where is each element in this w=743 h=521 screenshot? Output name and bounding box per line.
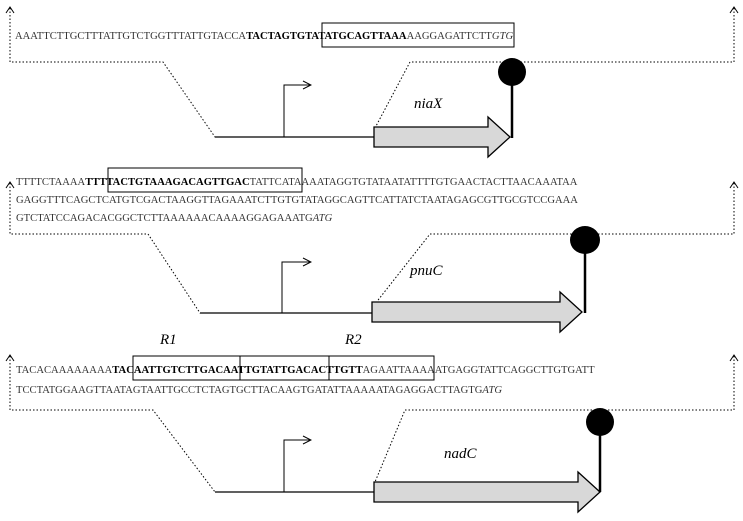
region-r1-box bbox=[132, 355, 330, 381]
sequence-line: GTCTATCCAGACACGGCTCTTAAAAAACAAAAGGAGAAAT… bbox=[16, 213, 333, 224]
gene-arrow bbox=[371, 290, 583, 334]
gene-label: nadC bbox=[444, 446, 478, 462]
gene-label: pnuC bbox=[409, 263, 444, 279]
sequence-line: AAATTCTTGCTTTATTGTCTGGTTTATTGTACCATACTAG… bbox=[15, 31, 513, 42]
sequence-bracket bbox=[9, 8, 375, 138]
bracket-up-arrow-left bbox=[5, 6, 15, 14]
sequence-segment: AAGGAGATTCTT bbox=[407, 31, 493, 42]
bracket-up-arrow-left bbox=[5, 181, 15, 189]
sequence-segment: AGAATTAAAAATGAGGTATTCAGGCTTGTGATT bbox=[363, 365, 595, 376]
sequence-segment: TCCTATGGAAGTTAATAGTAATTGCCTCTAGTGCTTACAA… bbox=[16, 385, 483, 396]
gene-arrow bbox=[373, 115, 511, 159]
sequence-line: TTTTCTAAAATTTTACTGTAAAGACAGTTGACTATTCATA… bbox=[16, 177, 578, 188]
gene-label: niaX bbox=[414, 96, 443, 112]
sequence-segment: AAATTCTTGCTTTATTGTCTGGTTTATTGTACCA bbox=[15, 31, 246, 42]
sequence-segment: GTCTATCCAGACACGGCTCTTAAAAAACAAAAGGAGAAAT… bbox=[16, 213, 313, 224]
motif-box bbox=[321, 22, 515, 48]
region-r1-label: R1 bbox=[159, 332, 177, 348]
sequence-bracket bbox=[9, 183, 375, 314]
sequence-segment: TACACAAAAAAAA bbox=[16, 365, 113, 376]
bracket-up-arrow-right bbox=[729, 181, 739, 189]
sequence-segment: GAGGTTTCAGCTCATGTCGACTAAGGTTAGAAATCTTGTG… bbox=[16, 195, 578, 206]
panel-pnuc: TTTTCTAAAATTTTACTGTAAAGACAGTTGACTATTCATA… bbox=[5, 167, 739, 334]
terminator-icon bbox=[498, 58, 526, 86]
sequence-line: GAGGTTTCAGCTCATGTCGACTAAGGTTAGAAATCTTGTG… bbox=[16, 195, 578, 206]
motif-sequence: GACAATTGTATTGACACTTGTT bbox=[200, 365, 363, 376]
motif-box bbox=[107, 167, 303, 193]
sequence-line: TCCTATGGAAGTTAATAGTAATTGCCTCTAGTGCTTACAA… bbox=[16, 385, 502, 396]
transcription-start-arrow bbox=[281, 262, 311, 313]
sequence-bracket bbox=[9, 356, 375, 493]
start-codon: GTG bbox=[492, 31, 514, 42]
bracket-up-arrow-right bbox=[729, 354, 739, 362]
motif-sequence: TTTTACTGTAAAGACAGTTGAC bbox=[85, 177, 249, 188]
start-codon: ATG bbox=[481, 385, 502, 396]
panel-nadc: R1 R2 TACACAAAAAAAATACAATTGTCTTGACAATTGT… bbox=[5, 332, 739, 514]
sequence-segment: TATTCATAAAATAGGTGTATAATATTTTGTGAACTACTTA… bbox=[250, 177, 578, 188]
start-codon: ATG bbox=[312, 213, 333, 224]
bracket-up-arrow-right bbox=[729, 6, 739, 14]
region-r2-label: R2 bbox=[344, 332, 362, 348]
region-r2-box bbox=[239, 355, 435, 381]
terminator-icon bbox=[570, 226, 600, 254]
sequence-line: TACACAAAAAAAATACAATTGTCTTGACAATTGTATTGAC… bbox=[16, 365, 595, 376]
motif-sequence: TACTAGTGTATATGCAGTTAAA bbox=[246, 31, 407, 42]
panel-niax: AAATTCTTGCTTTATTGTCTGGTTTATTGTACCATACTAG… bbox=[5, 6, 739, 159]
terminator-icon bbox=[586, 408, 614, 436]
transcription-start-arrow bbox=[283, 440, 311, 492]
gene-arrow bbox=[373, 470, 601, 514]
motif-sequence: TACAATTGTCTT bbox=[112, 365, 199, 376]
sequence-bracket-right bbox=[374, 356, 735, 483]
sequence-segment: TTTTCTAAAA bbox=[16, 177, 86, 188]
bracket-up-arrow-left bbox=[5, 354, 15, 362]
transcription-start-arrow bbox=[283, 85, 311, 137]
